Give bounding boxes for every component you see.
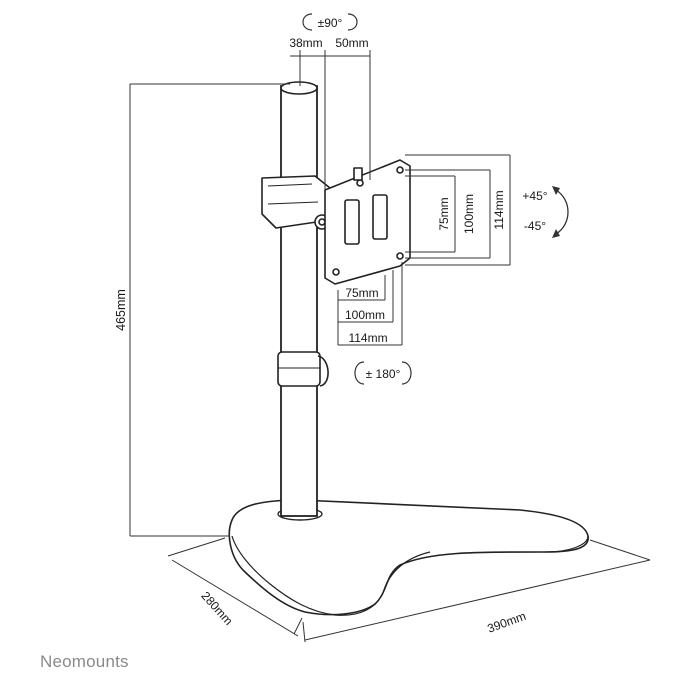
- vesa-v-75-label: 75mm: [437, 197, 451, 230]
- tilt-up-label: +45°: [522, 189, 547, 203]
- offset-b-label: 50mm: [335, 36, 368, 50]
- vesa-h-75-label: 75mm: [345, 286, 378, 300]
- vesa-v-114-label: 114mm: [492, 190, 506, 229]
- vesa-vertical-dimensions: [405, 154, 511, 266]
- offset-a-label: 38mm: [289, 36, 322, 50]
- vesa-horizontal-dimensions: [337, 262, 403, 346]
- tilt-arrow-head-bottom: [552, 229, 560, 238]
- vesa-h-114-label: 114mm: [348, 331, 387, 345]
- vesa-v-100-label: 100mm: [462, 194, 476, 234]
- offset-dimension: [290, 50, 371, 190]
- width-dimension: [302, 539, 651, 643]
- swivel-indicator: [354, 361, 412, 385]
- rotation-label-top: ±90°: [318, 16, 343, 30]
- width-label: 390mm: [485, 609, 527, 636]
- height-label: 465mm: [114, 289, 128, 331]
- stand-base: [228, 499, 589, 616]
- swivel-label: ± 180°: [366, 367, 401, 381]
- tilt-arrow-head-top: [552, 186, 560, 195]
- top-rotation-indicator: [302, 13, 358, 31]
- vesa-bracket: [261, 159, 411, 285]
- depth-dimension: [167, 537, 303, 637]
- tilt-down-label: -45°: [524, 219, 546, 233]
- cable-clip: [277, 351, 329, 387]
- pole: [280, 81, 318, 517]
- tilt-arrow: [555, 189, 569, 235]
- vesa-h-100-label: 100mm: [345, 308, 385, 322]
- height-dimension: [129, 83, 290, 537]
- brand-logo: Neomounts: [40, 652, 129, 671]
